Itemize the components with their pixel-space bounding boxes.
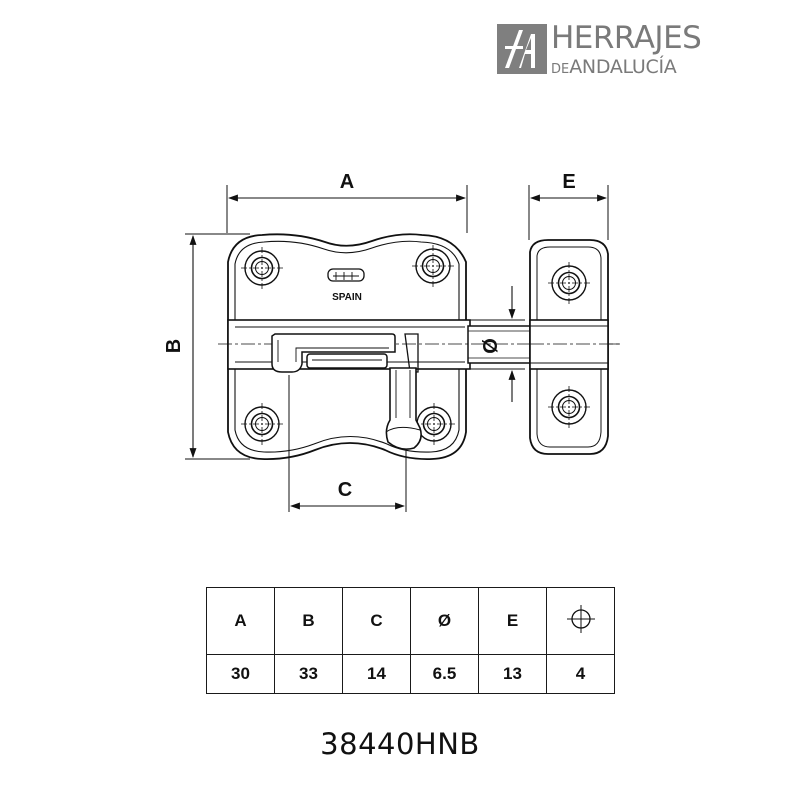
table-value-row: 30 33 14 6.5 13 4 [206, 654, 615, 694]
header-cell-e: E [478, 587, 547, 655]
dim-label-a: A [340, 171, 354, 193]
screw-hole-top-right [412, 245, 454, 287]
value-cell-b: 33 [274, 654, 343, 694]
value-cell-c: 14 [342, 654, 411, 694]
header-cell-a: A [206, 587, 275, 655]
latch-technical-drawing: A E C B Ø SPAIN [163, 171, 620, 512]
header-cell-c: C [342, 587, 411, 655]
screw-hole-icon [566, 604, 595, 633]
brand-stamp [327, 268, 365, 282]
header-cell-holes [546, 587, 615, 655]
brand-sub-big: ANDALUCÍA [569, 56, 677, 78]
table-header-row: A B C Ø E [206, 587, 615, 655]
value-cell-e: 13 [478, 654, 547, 694]
brand-mark-icon [497, 24, 547, 74]
brand-name: HERRAJES [551, 20, 702, 56]
dimension-diameter [470, 286, 525, 402]
dimension-e [528, 185, 609, 240]
dim-label-c: C [338, 479, 352, 501]
dim-label-b: B [163, 339, 185, 353]
screw-hole-bottom-left [241, 403, 283, 445]
brand-sub-small: DE [551, 62, 570, 77]
header-cell-diameter: Ø [410, 587, 479, 655]
dimension-b [185, 233, 250, 460]
value-cell-a: 30 [206, 654, 275, 694]
keeper-screw-hole-top [548, 262, 590, 304]
value-cell-diameter: 6.5 [410, 654, 479, 694]
bolt-handle [271, 333, 422, 450]
dim-label-diameter: Ø [480, 338, 502, 354]
brand-subtitle: DEANDALUCÍA [551, 56, 677, 78]
header-cell-b: B [274, 587, 343, 655]
screw-hole-top-left [241, 247, 283, 289]
base-plate [227, 233, 467, 460]
dimension-a [226, 185, 468, 233]
stamp-text: SPAIN [332, 292, 362, 303]
dim-label-e: E [562, 171, 575, 193]
value-cell-holes: 4 [546, 654, 615, 694]
keeper-plate [529, 239, 620, 455]
dimension-c [288, 375, 407, 512]
keeper-screw-hole-bottom [548, 386, 590, 428]
dimensions-table: A B C Ø E 30 33 14 6.5 13 4 [206, 587, 615, 694]
part-code: 38440HNB [320, 727, 480, 761]
brand-logo: HERRAJES DEANDALUCÍA [497, 20, 702, 78]
